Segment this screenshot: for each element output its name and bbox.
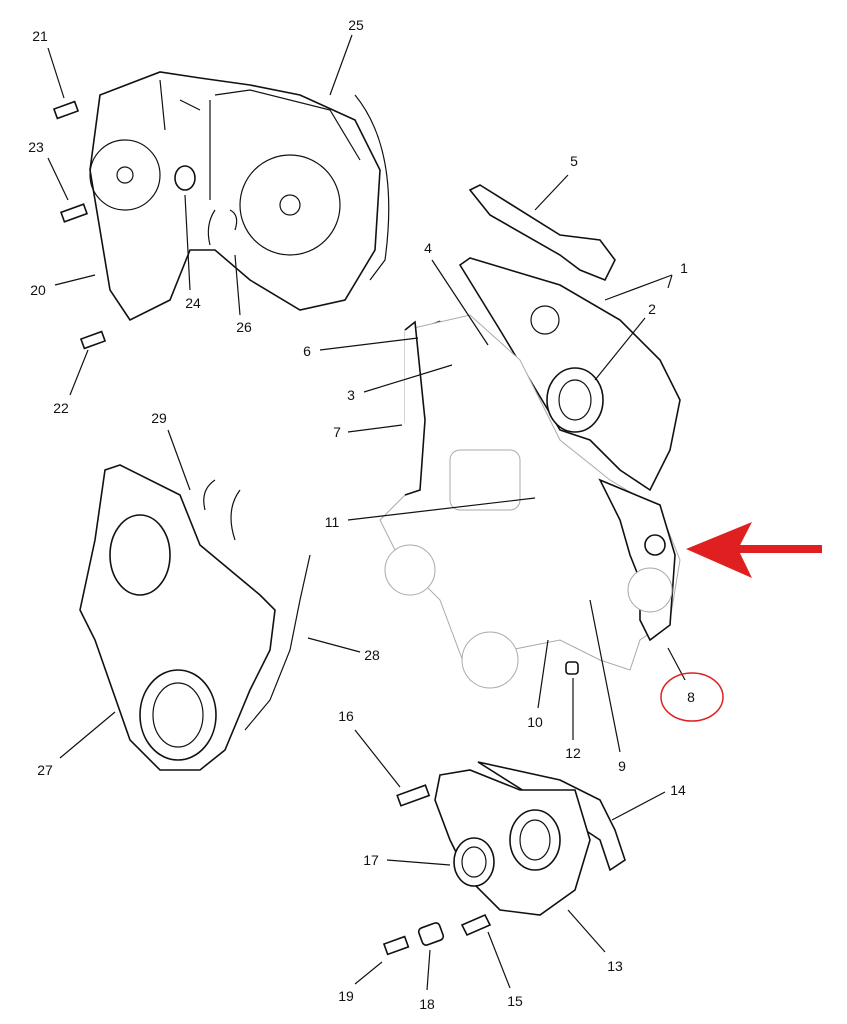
callout-4: 4 xyxy=(424,240,432,256)
callout-16: 16 xyxy=(338,708,354,724)
callout-12: 12 xyxy=(565,745,581,761)
callout-8: 8 xyxy=(687,689,695,705)
callout-27: 27 xyxy=(37,762,53,778)
callout-2: 2 xyxy=(648,301,656,317)
front-cover-right xyxy=(458,257,681,492)
oil-pump xyxy=(434,761,626,916)
callout-23: 23 xyxy=(28,139,44,155)
callout-24: 24 xyxy=(185,295,201,311)
bracket xyxy=(468,184,616,282)
callout-26: 26 xyxy=(236,319,252,335)
lower-timing-cover xyxy=(79,464,311,771)
callout-22: 22 xyxy=(53,400,69,416)
callout-1: 1 xyxy=(680,260,688,276)
callout-29: 29 xyxy=(151,410,167,426)
upper-timing-cover xyxy=(89,71,390,322)
backing-plate xyxy=(379,314,681,689)
callout-21: 21 xyxy=(32,28,48,44)
callout-17: 17 xyxy=(363,852,379,868)
callout-14: 14 xyxy=(670,782,686,798)
callout-19: 19 xyxy=(338,988,354,1004)
callout-28: 28 xyxy=(364,647,380,663)
callout-9: 9 xyxy=(618,758,626,774)
callout-6: 6 xyxy=(303,343,311,359)
callout-25: 25 xyxy=(348,17,364,33)
callout-5: 5 xyxy=(570,153,578,169)
highlight-circle xyxy=(660,672,724,722)
callout-18: 18 xyxy=(419,996,435,1012)
callout-15: 15 xyxy=(507,993,523,1009)
callout-11: 11 xyxy=(324,514,340,530)
leader-lines xyxy=(47,34,686,991)
callout-13: 13 xyxy=(607,958,623,974)
callout-7: 7 xyxy=(333,424,341,440)
callout-20: 20 xyxy=(30,282,46,298)
callout-10: 10 xyxy=(527,714,543,730)
callout-3: 3 xyxy=(347,387,355,403)
red-arrow-icon xyxy=(686,522,822,578)
